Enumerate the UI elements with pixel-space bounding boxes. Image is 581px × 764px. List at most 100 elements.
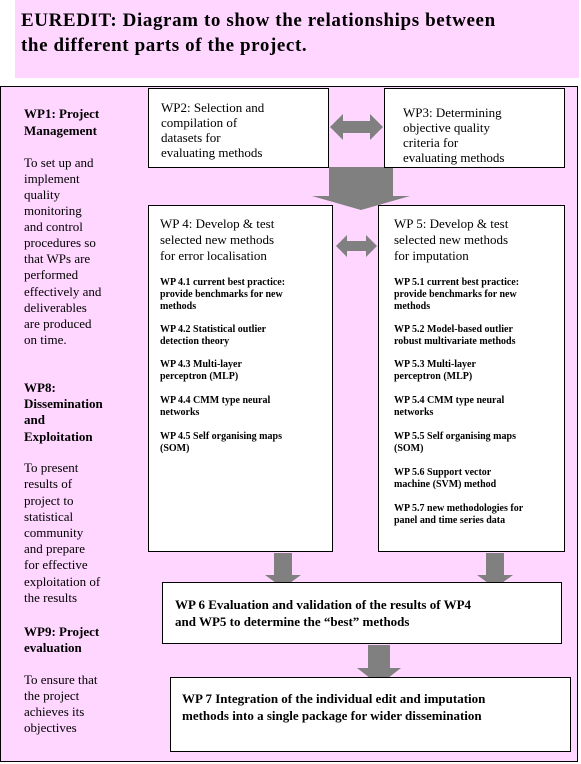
wp1-text-line: procedures so [24, 235, 96, 250]
wp5-1-line: provide benchmarks for new [394, 289, 517, 300]
wp5-7-line: panel and time series data [394, 515, 506, 526]
wp6-box: WP 6 Evaluation and validation of the re… [162, 582, 562, 644]
wp5-box: WP 5: Develop & test selected new method… [378, 205, 565, 552]
wp5-heading-line: selected new methods [394, 232, 509, 247]
down-arrow-wp6-to-wp7 [357, 645, 401, 685]
wp4-3-line: perceptron (MLP) [160, 371, 239, 382]
wp8-text-line: results of [24, 476, 73, 491]
wp5-1-line: WP 5.1 current best practice: [394, 277, 520, 288]
wp5-4-line: networks [394, 407, 434, 418]
wp4-2-line: WP 4.2 Statistical outlier [160, 324, 267, 335]
wp3-line: WP3: Determining [403, 105, 502, 120]
wp2-line: evaluating methods [161, 145, 263, 160]
wp9-text-line: achieves its [24, 704, 85, 719]
wp5-5-item: WP 5.5 Self organising maps (SOM) [394, 431, 564, 455]
wp4-heading-line: for error localisation [160, 248, 267, 263]
wp2-text: WP2: Selection and compilation of datase… [161, 100, 322, 160]
wp4-3-line: WP 4.3 Multi-layer [160, 359, 242, 370]
wp4-1-item: WP 4.1 current best practice: provide be… [160, 277, 332, 313]
wp4-4-line: networks [160, 407, 200, 418]
wp5-3-line: WP 5.3 Multi-layer [394, 359, 476, 370]
wp1-text-line: on time. [24, 332, 67, 347]
wp8-text-line: statistical [24, 509, 74, 524]
double-arrow-wp2-wp3 [330, 114, 383, 140]
down-arrow-to-wp4-wp5 [312, 167, 410, 210]
wp7-line: methods into a single package for wider … [182, 708, 482, 723]
wp8-text-line: project to [24, 493, 74, 508]
wp1-text-line: effectively and [24, 284, 102, 299]
wp6-text: WP 6 Evaluation and validation of the re… [175, 596, 560, 630]
wp5-4-line: WP 5.4 CMM type neural [394, 395, 505, 406]
wp5-6-line: machine (SVM) method [394, 479, 497, 490]
wp5-6-line: WP 5.6 Support vector [394, 467, 492, 478]
wp4-content: WP 4: Develop & test selected new method… [160, 216, 332, 455]
wp1-text-line: monitoring [24, 203, 82, 218]
wp5-5-line: WP 5.5 Self organising maps [394, 431, 516, 442]
wp4-heading-line: WP 4: Develop & test [160, 216, 275, 231]
wp9-heading-line-2: evaluation [24, 640, 82, 655]
wp9-text-line: the project [24, 688, 80, 703]
wp2-line: datasets for [161, 130, 221, 145]
wp7-box: WP 7 Integration of the individual edit … [170, 677, 571, 752]
wp8-text-line: exploitation of [24, 574, 101, 589]
wp4-2-item: WP 4.2 Statistical outlier detection the… [160, 324, 332, 348]
wp1-text-line: that WPs are [24, 251, 91, 266]
wp9-text-line: objectives [24, 720, 77, 735]
down-arrow-wp5-to-wp6 [477, 553, 513, 588]
wp4-2-line: detection theory [160, 336, 230, 347]
wp4-5-line: WP 4.5 Self organising maps [160, 431, 282, 442]
wp9-text-line: To ensure that [24, 672, 98, 687]
wp5-heading: WP 5: Develop & test selected new method… [394, 216, 564, 264]
wp5-1-line: methods [394, 301, 431, 312]
wp3-line: criteria for [403, 135, 459, 150]
wp8-heading-line: WP8: [24, 380, 56, 395]
wp4-1-line: methods [160, 301, 197, 312]
wp7-line: WP 7 Integration of the individual edit … [182, 691, 486, 706]
wp8-heading-line: Exploitation [24, 429, 93, 444]
title-line-2: the different parts of the project. [21, 35, 308, 56]
wp5-2-line: WP 5.2 Model-based outlier [394, 324, 513, 335]
wp1-text-line: implement [24, 171, 80, 186]
wp1-text-line: To set up and [24, 155, 94, 170]
title-banner: EUREDIT: Diagram to show the relationshi… [15, 0, 579, 78]
title-line-1: EUREDIT: Diagram to show the relationshi… [21, 10, 496, 31]
wp5-6-item: WP 5.6 Support vector machine (SVM) meth… [394, 467, 564, 491]
wp5-2-item: WP 5.2 Model-based outlier robust multiv… [394, 324, 564, 348]
wp3-line: evaluating methods [403, 150, 505, 165]
wp3-box: WP3: Determining objective quality crite… [384, 88, 565, 168]
wp8-text-line: the results [24, 590, 78, 605]
wp4-box: WP 4: Develop & test selected new method… [148, 205, 333, 552]
wp8-text-line: and prepare [24, 541, 85, 556]
wp5-4-item: WP 5.4 CMM type neural networks [394, 395, 564, 419]
wp4-3-item: WP 4.3 Multi-layer perceptron (MLP) [160, 359, 332, 383]
wp1-text-line: are produced [24, 316, 92, 331]
wp4-heading-line: selected new methods [160, 232, 275, 247]
double-arrow-wp4-wp5 [336, 235, 377, 257]
wp5-content: WP 5: Develop & test selected new method… [394, 216, 564, 527]
wp5-7-item: WP 5.7 new methodologies for panel and t… [394, 503, 564, 527]
wp8-text-line: community [24, 525, 84, 540]
wp4-5-line: (SOM) [160, 443, 190, 454]
wp2-line: WP2: Selection and [161, 100, 265, 115]
wp2-box: WP2: Selection and compilation of datase… [148, 88, 329, 168]
wp4-4-line: WP 4.4 CMM type neural [160, 395, 271, 406]
wp4-1-line: provide benchmarks for new [160, 289, 283, 300]
wp1-text-line: performed [24, 267, 79, 282]
wp5-1-item: WP 5.1 current best practice: provide be… [394, 277, 564, 313]
wp5-2-line: robust multivariate methods [394, 336, 516, 347]
wp4-1-line: WP 4.1 current best practice: [160, 277, 286, 288]
wp3-text: WP3: Determining objective quality crite… [403, 105, 558, 165]
wp8-text-line: To present [24, 460, 79, 475]
wp5-7-line: WP 5.7 new methodologies for [394, 503, 524, 514]
wp8-text-line: for effective [24, 557, 88, 572]
wp4-heading: WP 4: Develop & test selected new method… [160, 216, 332, 264]
wp3-line: objective quality [403, 120, 491, 135]
wp1-text-line: quality [24, 187, 61, 202]
wp6-line: and WP5 to determine the “best” methods [175, 614, 410, 629]
wp8-heading-line: and [24, 412, 45, 427]
wp5-heading-line: for imputation [394, 248, 469, 263]
wp1-heading-line-2: Management [24, 123, 97, 138]
wp1-text-line: and control [24, 219, 83, 234]
wp7-text: WP 7 Integration of the individual edit … [182, 690, 570, 724]
